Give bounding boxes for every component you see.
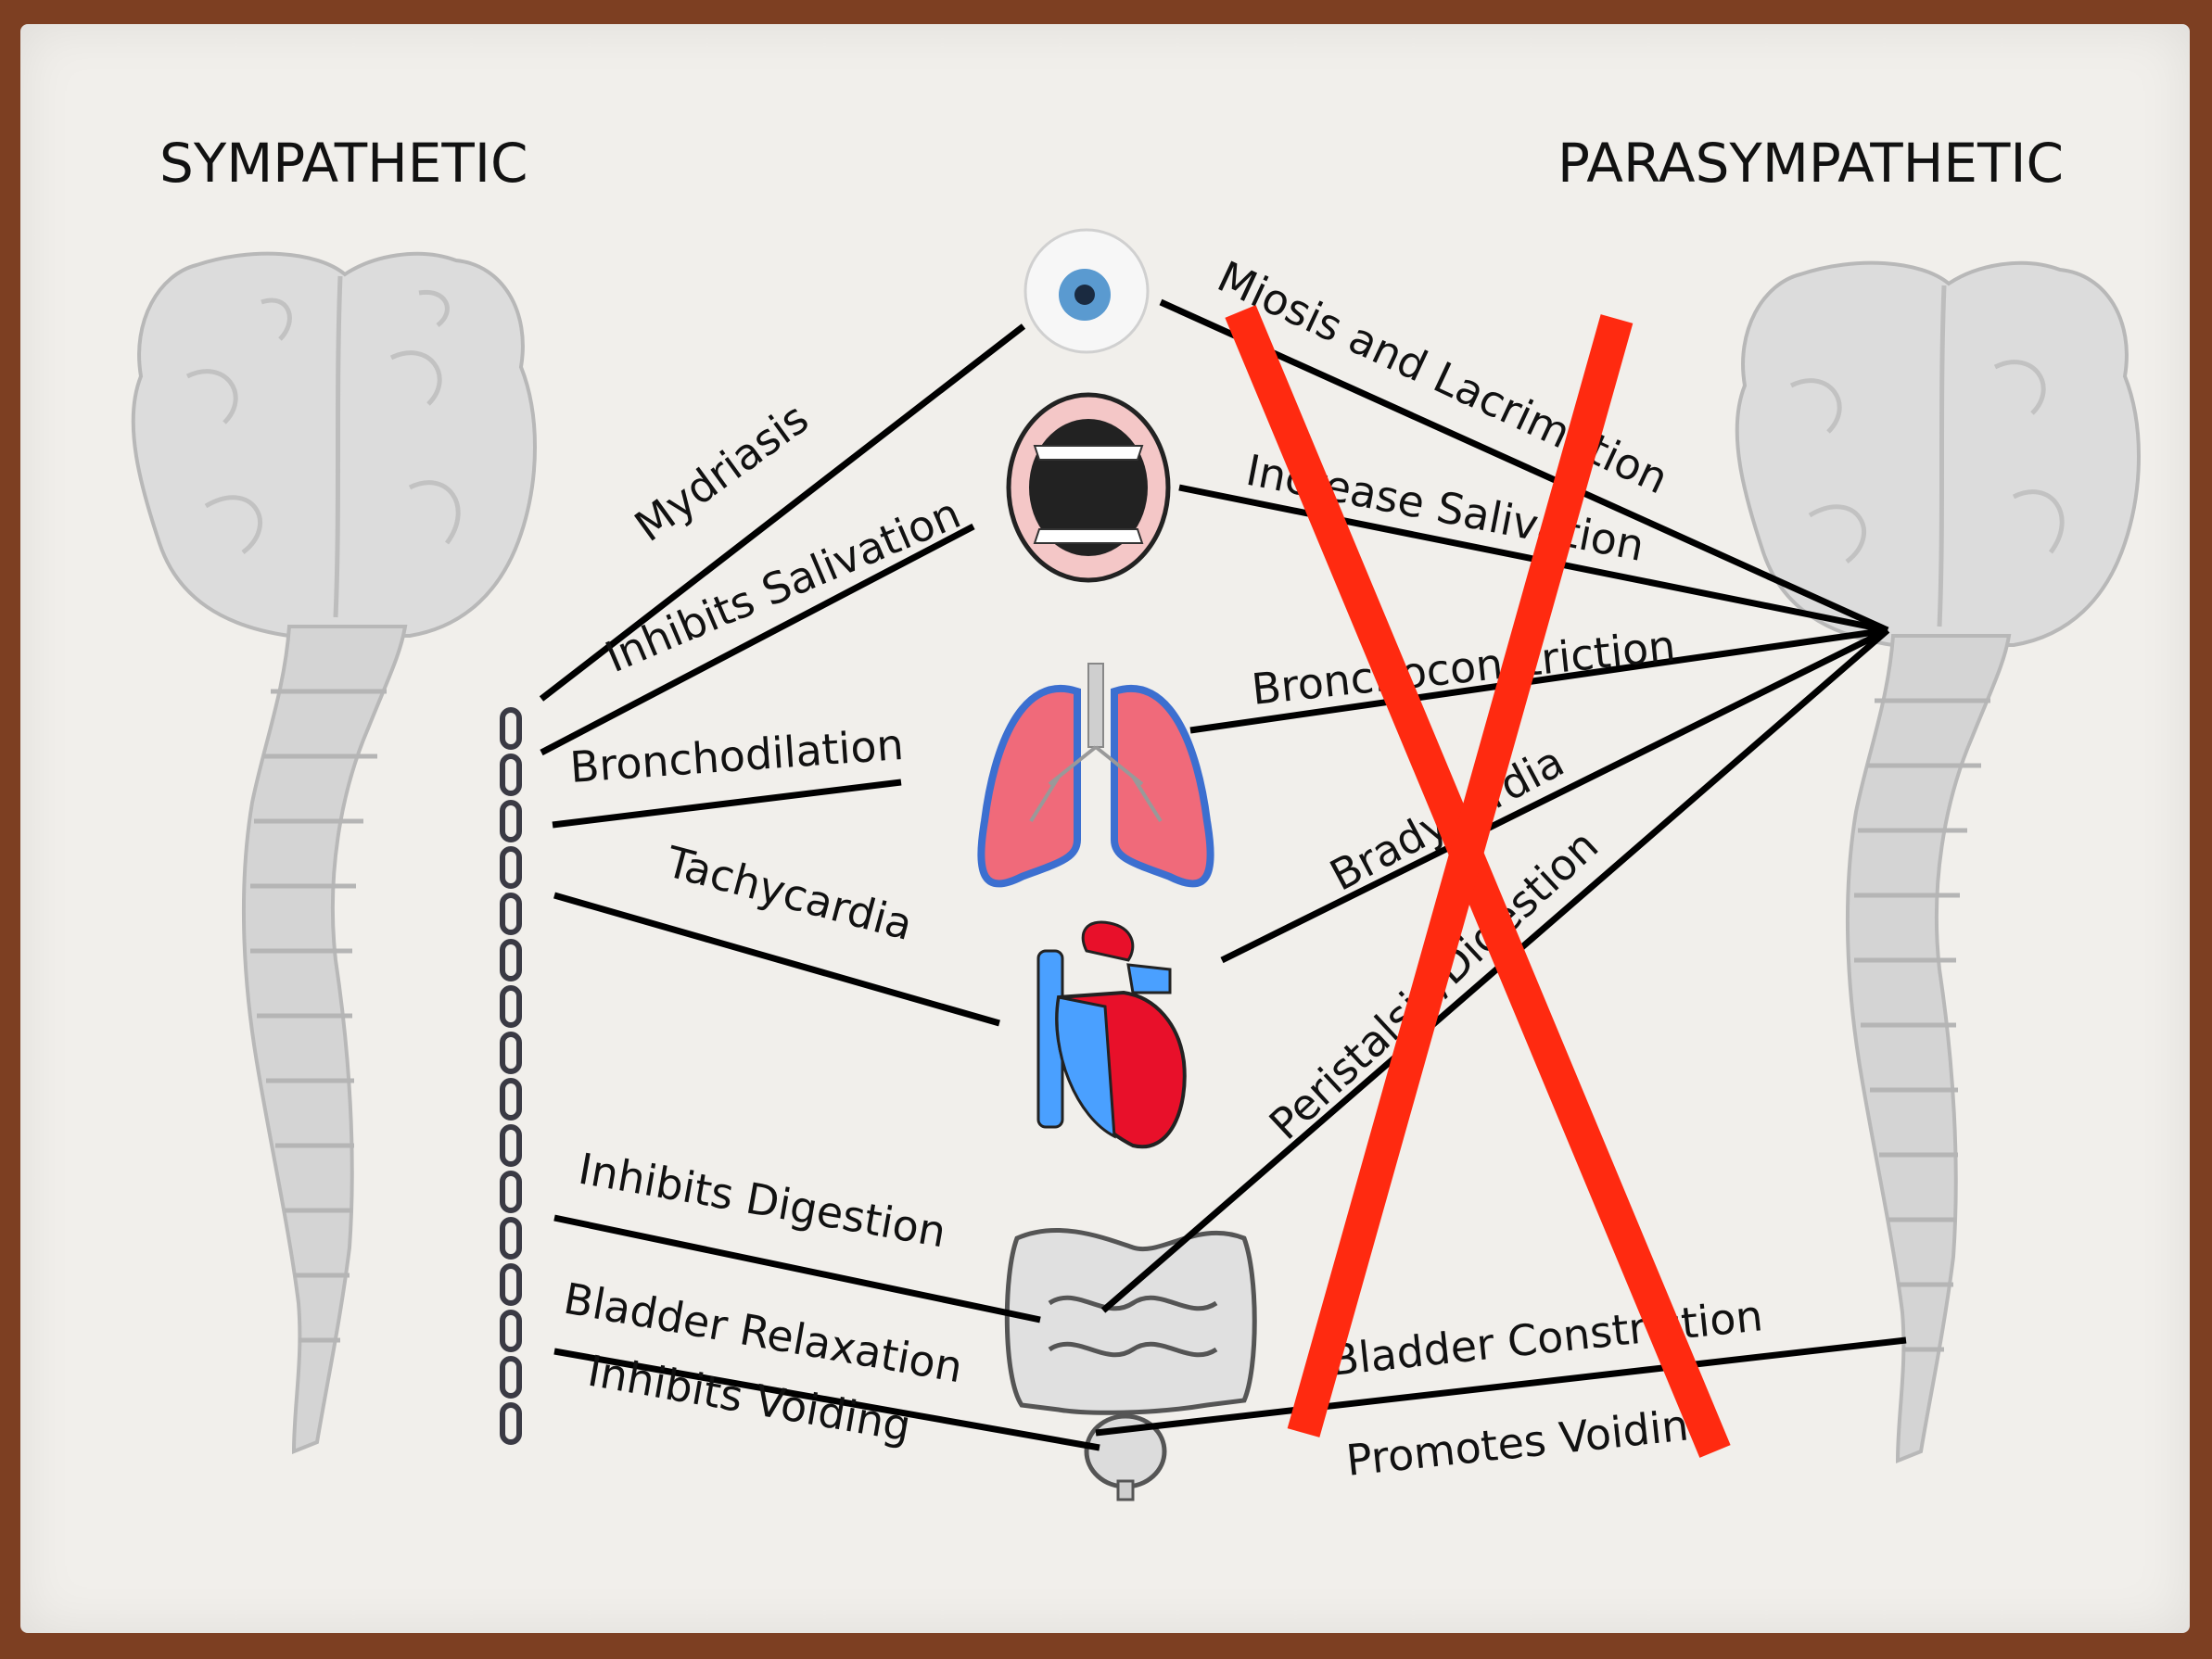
slide: SYMPATHETIC PARASYMPATHETIC [20,24,2190,1633]
label-bronchodilation: Bronchodilation [568,719,905,792]
lungs-icon [977,663,1214,888]
label-promotes-voiding: Promotes Voiding [1344,1397,1718,1486]
header-parasympathetic: PARASYMPATHETIC [1557,132,2064,195]
eye-icon [1023,228,1150,354]
label-mydriasis: Mydriasis [626,393,818,551]
header-sympathetic: SYMPATHETIC [159,132,528,195]
cross-out-icon [1225,305,1731,1458]
sympathetic-chain-icon [500,707,522,1445]
label-inhibits-digestion: Inhibits Digestion [575,1144,949,1258]
mouth-icon [1006,392,1171,583]
sympathetic-lines [539,323,1100,1451]
heart-icon [1036,920,1187,1149]
brain-spine-icon [131,251,537,1454]
intestines-icon [1004,1227,1257,1415]
brain-spine-icon [1735,260,2141,1463]
label-tachycardia: Tachycardia [660,836,918,950]
label-bronchoconstriction: Bronchoconstriction [1250,620,1678,715]
diagram-canvas: SYMPATHETIC PARASYMPATHETIC [131,132,2141,1501]
